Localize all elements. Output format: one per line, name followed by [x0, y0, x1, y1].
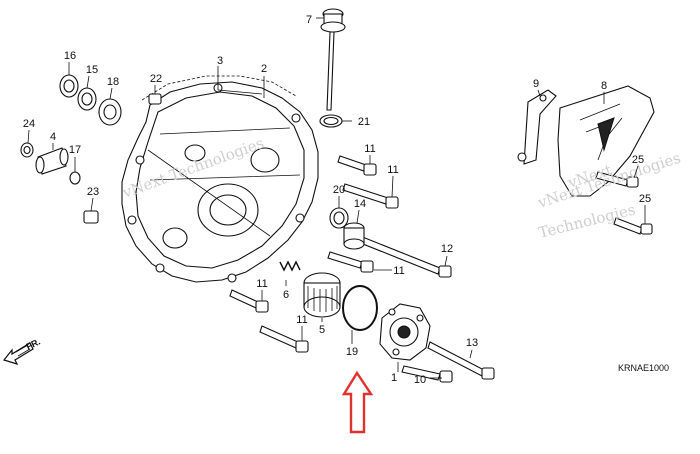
callout-9: 9	[533, 78, 539, 90]
callout-20: 20	[333, 184, 345, 196]
sprocket-cover-8	[557, 85, 655, 197]
leader-lines	[27, 17, 646, 379]
filter-cover-1	[379, 303, 431, 361]
collar-14	[343, 222, 365, 250]
seal-16	[59, 74, 79, 98]
bracket-9	[517, 89, 557, 165]
bolt-11-lower-left	[229, 289, 269, 313]
callout-22: 22	[150, 73, 162, 85]
callout-16: 16	[64, 50, 76, 62]
callout-8: 8	[601, 80, 607, 92]
callout-4: 4	[50, 131, 56, 143]
callout-21: 21	[358, 116, 370, 128]
diagram-code: KRNAE1000	[618, 363, 669, 373]
callout-3: 3	[217, 55, 223, 67]
callout-18: 18	[107, 76, 119, 88]
bolt-11-upper	[337, 155, 377, 176]
callout-13: 13	[466, 337, 478, 349]
crankcase-cover	[121, 81, 319, 283]
callout-11: 11	[364, 143, 375, 155]
callout-labels: 1 2 3 4 5 6 7 8 9 10 11 11 11 11 11 12 1…	[23, 14, 651, 386]
o-ring-17	[69, 171, 81, 185]
bolt-25-upper	[595, 171, 639, 188]
callout-11: 11	[387, 164, 398, 176]
bolt-10	[401, 365, 453, 383]
gasket	[141, 75, 297, 101]
dowel-22	[148, 93, 162, 105]
highlight-arrow	[341, 370, 374, 434]
callout-15: 15	[86, 64, 98, 76]
oil-filler-cap-dipstick	[320, 8, 346, 111]
callout-10: 10	[414, 374, 426, 386]
bolt-11-mid	[342, 183, 399, 209]
bolt-25-lower	[613, 217, 653, 235]
callout-19: 19	[346, 346, 358, 358]
o-ring-21-inner	[323, 116, 339, 126]
oil-filter-5	[303, 272, 341, 318]
bolt-11-lower-right	[327, 251, 374, 273]
callout-17: 17	[69, 144, 81, 156]
o-ring-19	[342, 285, 378, 331]
washer-24	[20, 142, 34, 158]
callout-24: 24	[23, 118, 35, 130]
front-direction-label: FR.	[24, 336, 41, 351]
callout-11: 11	[256, 278, 267, 290]
o-ring-20-inner	[333, 211, 345, 225]
callout-12: 12	[441, 243, 453, 255]
spring-6	[279, 260, 301, 272]
bolt-13	[427, 341, 495, 380]
bearing-18	[98, 98, 122, 126]
callout-25: 25	[632, 154, 644, 166]
callout-7: 7	[306, 14, 312, 26]
callout-2: 2	[261, 63, 267, 75]
bolt-11-bottom	[259, 325, 309, 353]
callout-25: 25	[639, 193, 651, 205]
callout-11: 11	[296, 314, 307, 326]
seal-15	[77, 87, 97, 111]
dowel-23	[83, 210, 99, 224]
callout-6: 6	[283, 289, 289, 301]
callout-14: 14	[354, 198, 366, 210]
callout-11: 11	[393, 265, 404, 277]
callout-1: 1	[391, 372, 397, 384]
shaft-4	[35, 147, 69, 175]
front-direction-arrow: FR.	[2, 336, 42, 365]
callout-23: 23	[87, 186, 99, 198]
callout-5: 5	[319, 324, 325, 336]
